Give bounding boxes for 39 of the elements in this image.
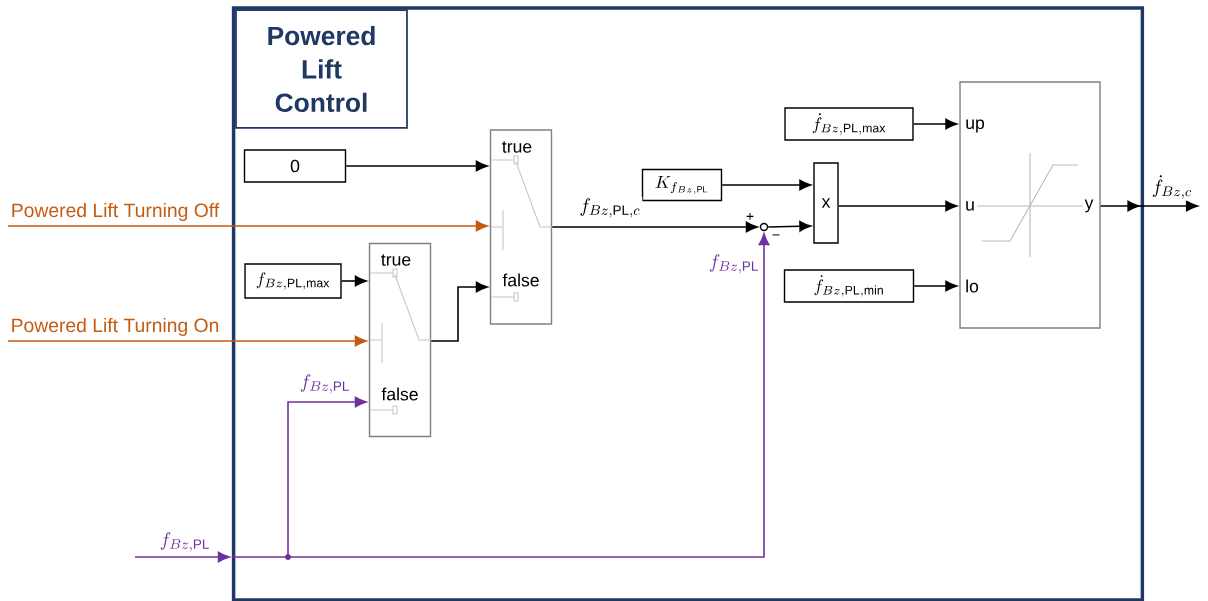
- edge-label: $\dot{f}_{Bz,c}$: [1150, 173, 1194, 201]
- port-label: false: [500, 271, 542, 289]
- port-label: up: [963, 117, 987, 135]
- arrow: [7, 220, 488, 232]
- edge-label: $f_{Bz,\mathrm{PL},c}$: [577, 196, 643, 220]
- arrow: [721, 179, 812, 191]
- title-box: Powered Lift Control: [235, 9, 408, 129]
- edge-label: Powered Lift Turning Off: [9, 201, 221, 223]
- edge-label: $f_{Bz,\mathrm{PL}}$: [707, 252, 761, 276]
- sign-label: −: [772, 234, 780, 236]
- edge-label: $f_{Bz,\mathrm{PL}}$: [158, 530, 212, 554]
- arrow: [913, 280, 958, 292]
- port-label: y: [1082, 197, 1096, 215]
- port-label: true: [379, 252, 413, 268]
- block-label: $\dot{f}_{Bz,\mathrm{PL,max}}$: [812, 113, 886, 135]
- block-label: $K_{f_{Bz,\mathrm{PL}}}$: [655, 175, 708, 195]
- arrow: [430, 281, 488, 342]
- arrow: [837, 200, 958, 212]
- port-label: lo: [963, 277, 981, 295]
- block-label: $f_{Bz,\mathrm{PL,max}}$: [256, 272, 330, 290]
- edge-label: Powered Lift Turning On: [8, 316, 222, 338]
- arrow: [340, 275, 367, 287]
- port-label: u: [963, 199, 977, 213]
- block-label: 0: [290, 159, 300, 173]
- sign-label: +: [746, 212, 754, 220]
- block-label: $\dot{f}_{Bz,\mathrm{PL,min}}$: [814, 275, 883, 297]
- port-label: true: [500, 139, 534, 155]
- arrow: [287, 233, 770, 558]
- arrow: [767, 220, 812, 232]
- arrow: [912, 118, 958, 130]
- arrow: [7, 335, 367, 347]
- block-label: x: [821, 198, 831, 208]
- port-label: false: [379, 385, 421, 403]
- arrow: [1099, 200, 1198, 212]
- arrow: [551, 221, 758, 233]
- arrow: [345, 160, 488, 172]
- edge-label: $f_{Bz,\mathrm{PL}}$: [298, 372, 352, 396]
- arrow: [134, 551, 230, 563]
- arrow: [287, 396, 367, 558]
